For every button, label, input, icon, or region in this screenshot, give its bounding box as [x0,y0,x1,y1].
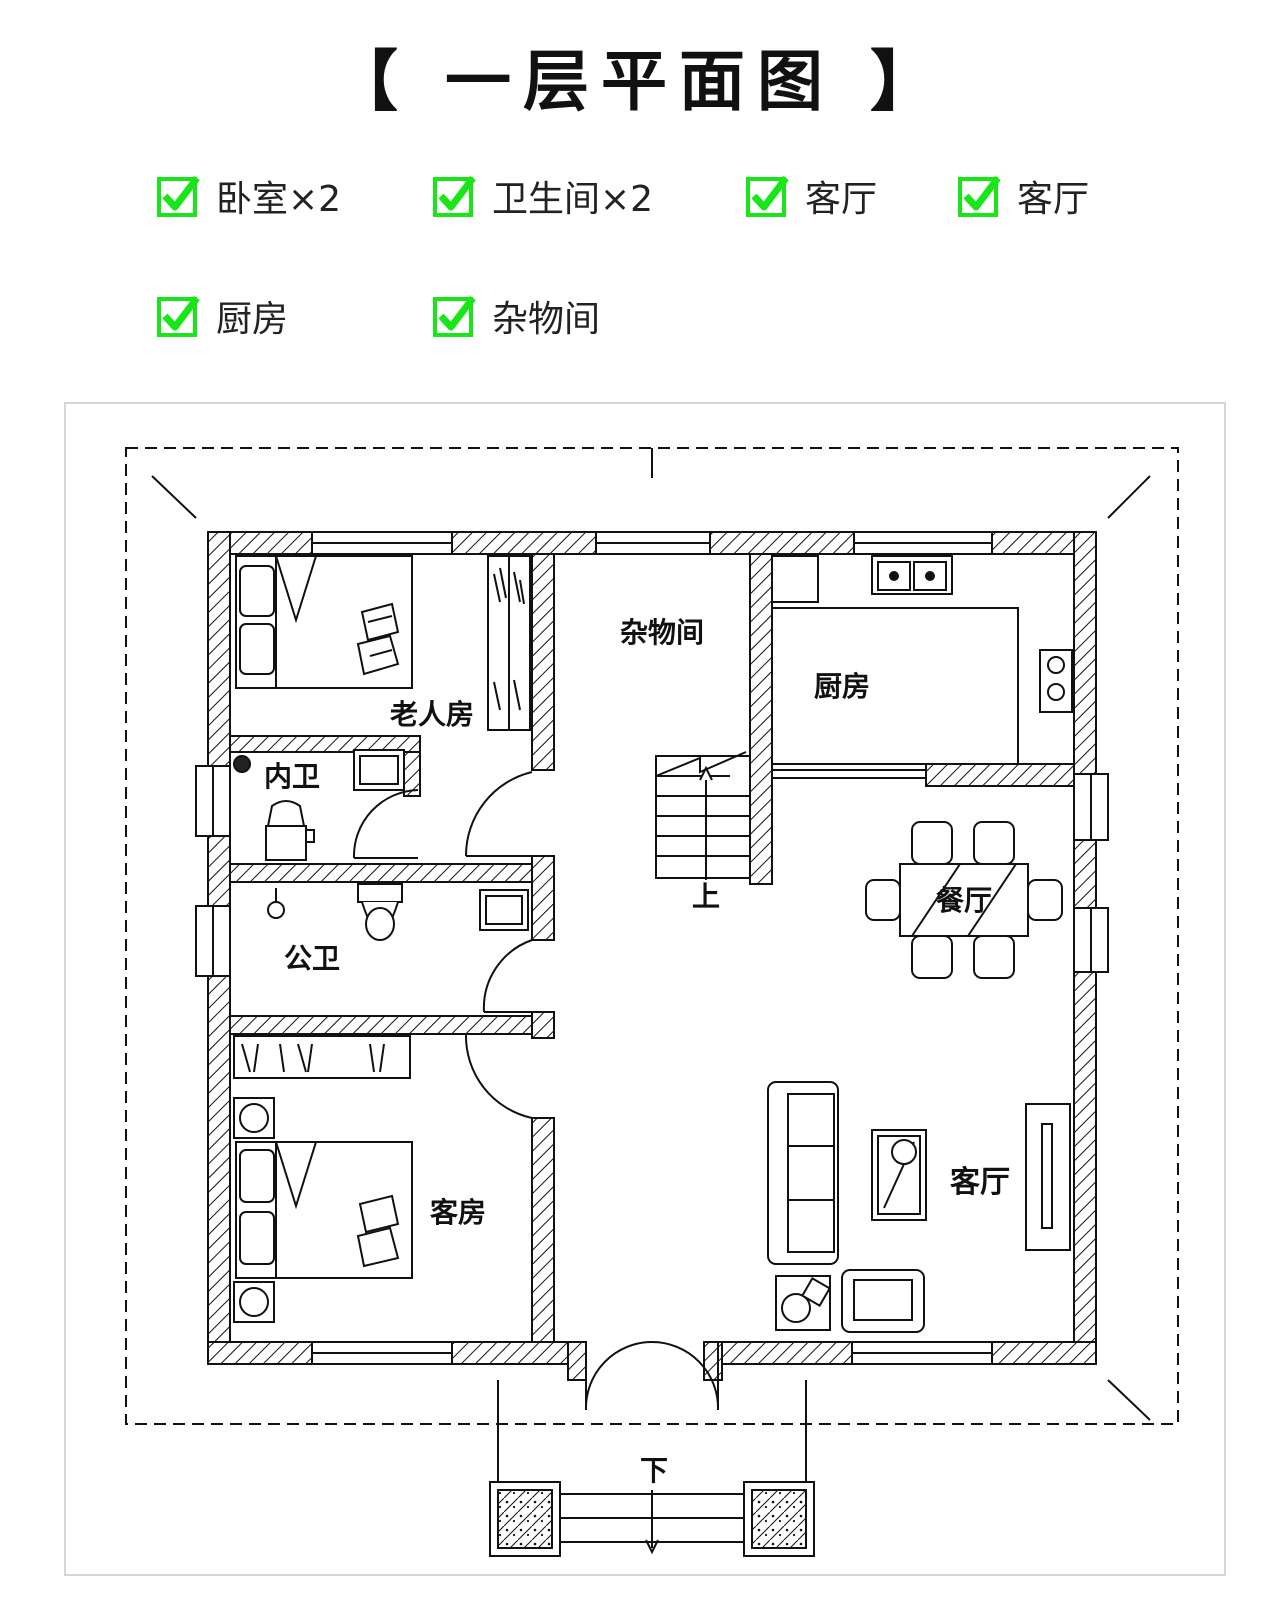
guest-room-furniture [233,1035,413,1323]
stair-up-label: 上 [692,880,720,913]
checkbox-checked-icon [433,175,476,217]
room-label-guest-room: 客房 [430,1196,486,1229]
feature-item-bathrooms: 卫生间×2 [432,166,653,226]
entrance-steps [489,1380,815,1557]
checkbox-checked-icon [746,175,789,217]
stairs-icon [655,751,751,880]
kitchen-fixtures [771,555,1073,765]
exterior-walls [207,531,1097,1381]
wardrobe-icon [487,555,531,731]
interior-walls [229,553,1075,1343]
doors [352,769,926,1411]
feature-label: 卫生间×2 [492,179,654,220]
step-down-label: 下 [640,1454,668,1487]
feature-label: 杂物间 [492,299,601,340]
floor-plan-frame [64,402,1226,1576]
feature-item-storage: 杂物间 [432,286,600,346]
room-label-living: 客厅 [950,1165,1010,1200]
feature-item-living-room-2: 客厅 [957,166,1089,226]
feature-label: 客厅 [805,179,878,220]
checkbox-checked-icon [157,175,200,217]
feature-label: 厨房 [216,299,289,340]
living-room-furniture [767,1081,1071,1333]
checkbox-checked-icon [958,175,1001,217]
feature-item-kitchen: 厨房 [156,286,288,346]
checkbox-checked-icon [157,295,200,337]
room-label-public-bath: 公卫 [284,942,340,975]
dining-table-icon [865,821,1063,979]
room-label-storage: 杂物间 [620,616,704,649]
page-title: 【 一层平面图 】 [332,43,948,120]
ensuite-fixtures [233,749,405,861]
room-label-ensuite-bath: 内卫 [264,760,320,793]
feature-item-living-room: 客厅 [745,166,877,226]
checkbox-checked-icon [433,295,476,337]
bed-icon [235,555,413,689]
room-label-kitchen: 厨房 [814,670,870,703]
room-label-dining: 餐厅 [936,884,992,917]
feature-item-bedrooms: 卧室×2 [156,166,341,226]
feature-label: 客厅 [1017,179,1090,220]
feature-label: 卧室×2 [216,179,342,220]
public-bath-fixtures [267,883,529,941]
room-label-elder-bedroom: 老人房 [390,698,474,731]
roof-outline [125,447,1179,1425]
windows [195,531,1109,1365]
